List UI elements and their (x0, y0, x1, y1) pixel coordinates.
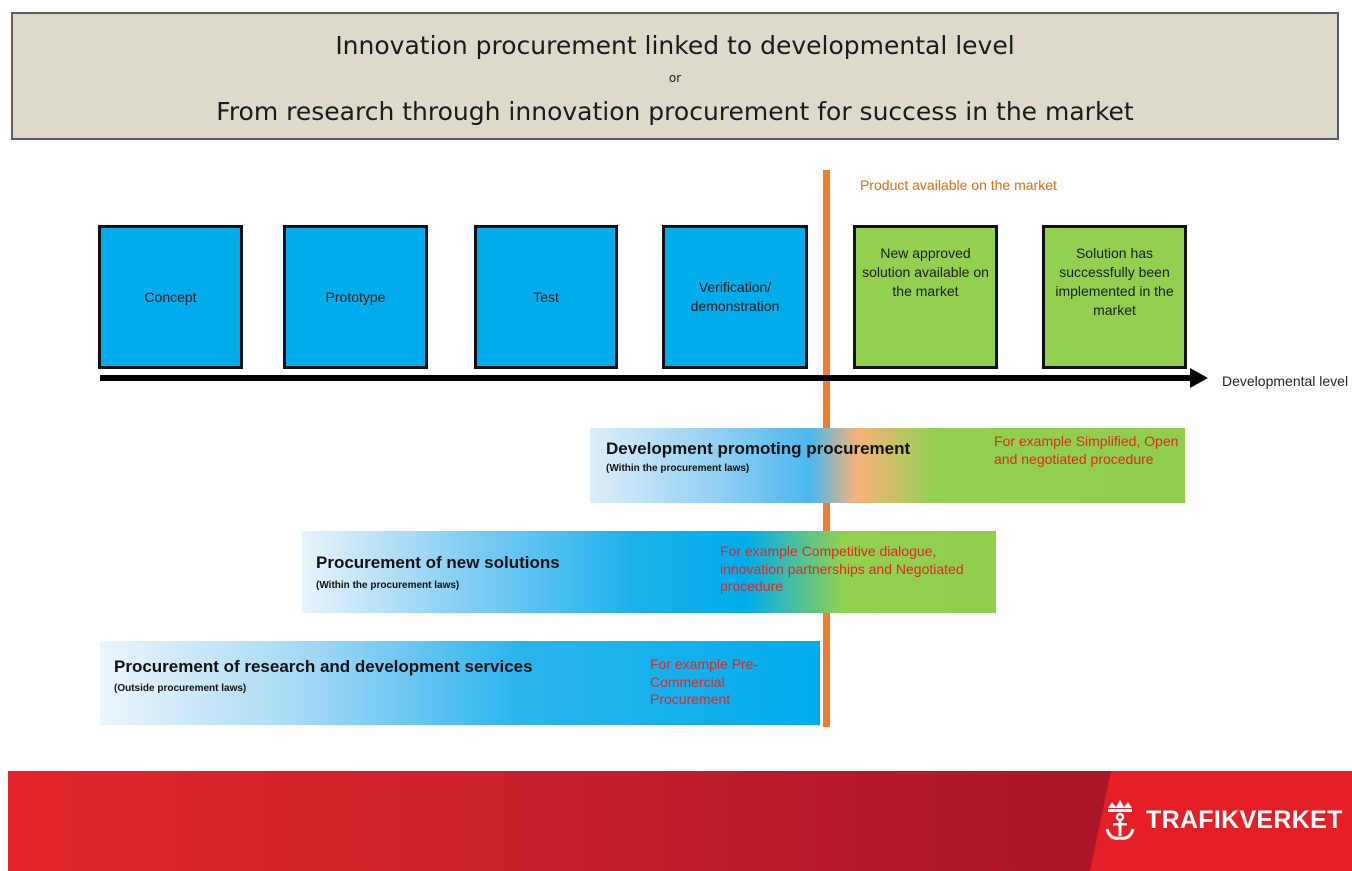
band-subtitle: (Within the procurement laws) (606, 463, 750, 474)
axis-arrowhead-icon (1190, 368, 1208, 388)
stage-label: Verification/ demonstration (690, 279, 780, 314)
stage-prototype: Prototype (283, 225, 428, 369)
title-line-1: Innovation procurement linked to develop… (335, 31, 1015, 60)
band-procurement-new-solutions: Procurement of new solutions (Within the… (302, 531, 996, 613)
band-note: For example Simplified, Open and negotia… (994, 433, 1179, 467)
footer-logo-panel (1090, 771, 1352, 871)
stage-label: Prototype (325, 288, 386, 305)
title-banner: Innovation procurement linked to develop… (11, 12, 1339, 140)
market-availability-label: Product available on the market (860, 177, 1057, 193)
axis-label: Developmental level (1222, 373, 1352, 390)
stage-test: Test (474, 225, 618, 369)
axis-label-text: Developmental level (1222, 373, 1349, 389)
logo-text: TRAFIKVERKET (1146, 805, 1343, 834)
band-subtitle: (Outside procurement laws) (114, 683, 247, 694)
title-or: or (668, 71, 682, 85)
stage-concept: Concept (98, 225, 243, 369)
developmental-axis (100, 375, 1200, 381)
band-note: For example Competitive dialogue, innova… (720, 543, 964, 594)
stage-label: Test (533, 288, 559, 305)
stage-new-approved-solution: New approved solution available on the m… (853, 225, 998, 369)
title-line-2: From research through innovation procure… (216, 97, 1134, 126)
band-development-promoting-procurement: Development promoting procurement (Withi… (590, 428, 1185, 503)
trafikverket-logo: TRAFIKVERKET (1100, 798, 1343, 842)
band-title: Procurement of research and development … (114, 657, 533, 676)
stage-label: Concept (144, 288, 197, 305)
band-procurement-rd-services: Procurement of research and development … (100, 641, 820, 725)
stage-successfully-implemented: Solution has successfully been implement… (1042, 225, 1187, 369)
stage-verification: Verification/ demonstration (662, 225, 808, 369)
band-title: Development promoting procurement (606, 439, 911, 458)
band-subtitle: (Within the procurement laws) (316, 580, 460, 591)
crown-anchor-icon (1105, 800, 1135, 840)
stage-label: Solution has successfully been implement… (1055, 245, 1174, 318)
band-note: For example Pre-Commercial Procurement (650, 656, 759, 707)
band-title: Procurement of new solutions (316, 553, 560, 572)
stage-label: New approved solution available on the m… (862, 245, 989, 299)
